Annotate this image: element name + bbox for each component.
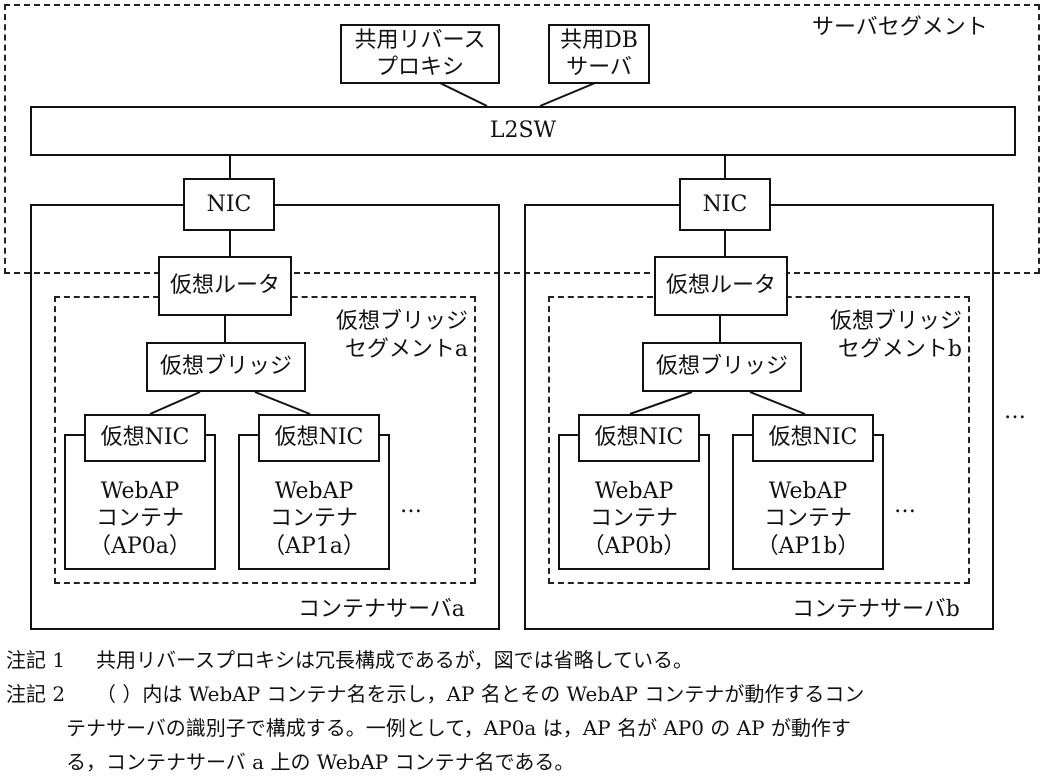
nic-a: NIC	[183, 178, 275, 231]
bridge-segment-a-label: 仮想ブリッジ セグメントa	[335, 309, 468, 362]
bridge-segment-b-label: 仮想ブリッジ セグメントb	[829, 309, 962, 362]
bridge-b-to-vnic1-line	[749, 391, 806, 415]
container-server-b-label: コンテナサーバb	[792, 597, 960, 622]
bridge-b-to-vnic0-line	[629, 391, 693, 415]
server-segment-label: サーバセグメント	[812, 15, 988, 40]
note-2-line-3: る，コンテナサーバ a 上の WebAP コンテナ名である。	[66, 750, 575, 774]
virtual-nic-ap0b: 仮想NIC	[578, 414, 700, 462]
nic-b: NIC	[679, 178, 771, 231]
ellipsis-a: …	[400, 493, 422, 518]
proxy-to-l2sw-line	[439, 82, 488, 107]
bridge-a-to-vnic0-line	[149, 391, 201, 415]
virtual-bridge-a: 仮想ブリッジ	[146, 342, 306, 392]
ellipsis-b: …	[894, 493, 916, 518]
virtual-router-a: 仮想ルータ	[158, 256, 292, 316]
db-to-l2sw-line	[539, 82, 596, 107]
note-2-line-2: テナサーバの識別子で構成する。一例として，AP0a は，AP 名が AP0 の …	[66, 716, 851, 740]
note-1-label: 注記 1	[6, 648, 66, 672]
note-2-label: 注記 2	[6, 682, 66, 706]
virtual-router-b: 仮想ルータ	[654, 256, 788, 316]
server-segment	[4, 4, 1040, 274]
note-1-text: 共用リバースプロキシは冗長構成であるが，図では省略している。	[96, 648, 693, 672]
virtual-bridge-b: 仮想ブリッジ	[642, 342, 802, 392]
shared-db-server: 共用DB サーバ	[548, 24, 650, 84]
virtual-nic-ap1b: 仮想NIC	[752, 414, 874, 462]
connector-lines	[149, 82, 806, 415]
note-2-line-1: （ ）内は WebAP コンテナ名を示し，AP 名とその WebAP コンテナが…	[96, 682, 865, 706]
ellipsis-more-servers: …	[1004, 399, 1026, 424]
virtual-nic-ap0a: 仮想NIC	[84, 414, 206, 462]
virtual-nic-ap1a: 仮想NIC	[258, 414, 380, 462]
shared-reverse-proxy: 共用リバース プロキシ	[340, 24, 500, 84]
container-server-a-label: コンテナサーバa	[298, 597, 465, 622]
bridge-a-to-vnic1-line	[254, 391, 311, 415]
l2sw: L2SW	[30, 106, 1016, 156]
